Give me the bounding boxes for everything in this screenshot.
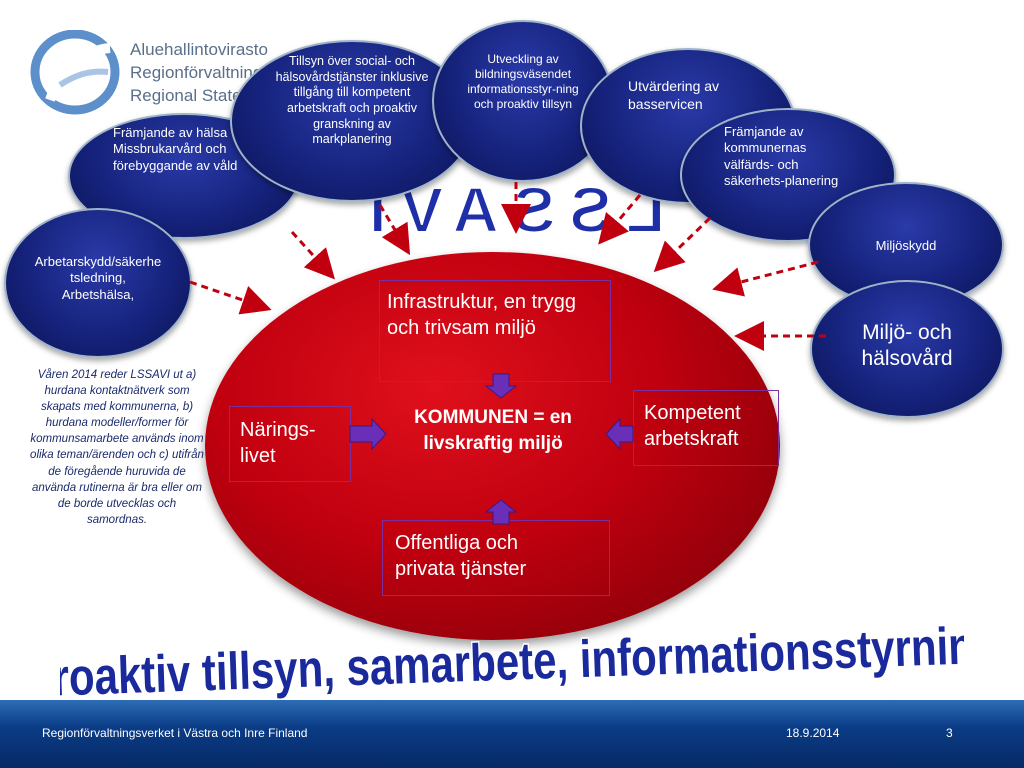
logo-line-3: Regional State <box>130 86 242 105</box>
box-kompetent-text: Kompetent arbetskraft <box>644 402 741 450</box>
center-ellipse <box>205 252 780 640</box>
headline-text: Proaktiv tillsyn, samarbete, information… <box>60 616 964 709</box>
box-naring: Närings-livet <box>229 406 351 482</box>
arrow-up-icon <box>484 499 518 525</box>
arrow-valfard <box>653 216 712 273</box>
bubble-arbetarskydd-text: Arbetarskydd/säkerhetsledning, Arbetshäl… <box>34 254 162 302</box>
bubble-utbildning-text: Utveckling av bildningsväsendet informat… <box>467 52 579 111</box>
arrow-missbruk <box>290 230 336 280</box>
bubble-missbruk-text: Främjande av hälsa Missbrukarvård och fö… <box>113 125 238 173</box>
bubble-social-text: Tillsyn över social- och hälsovårdstjäns… <box>275 54 429 147</box>
footer-date: 18.9.2014 <box>786 726 840 740</box>
arrow-right-icon <box>349 417 387 451</box>
arrow-left-icon <box>605 417 634 451</box>
arrow-arbetarskydd <box>189 280 272 315</box>
footer-bar <box>0 700 1024 768</box>
arrow-social <box>378 204 411 256</box>
bubble-miljo-halso: Miljö- och hälsovård <box>810 280 1004 418</box>
headline: Proaktiv tillsyn, samarbete, information… <box>60 615 964 710</box>
bubble-utbildning: Utveckling av bildningsväsendet informat… <box>432 20 614 182</box>
bubble-arbetarskydd: Arbetarskydd/säkerhetsledning, Arbetshäl… <box>4 208 192 358</box>
footer-page-number: 3 <box>946 726 953 740</box>
arrow-miljoskydd <box>712 260 819 297</box>
box-offentliga-text: Offentliga och privata tjänster <box>395 532 527 580</box>
bubble-valfard-text: Främjande av kommunernas välfärds- och s… <box>724 124 839 188</box>
box-infra-text: Infrastruktur, en trygg och trivsam milj… <box>387 291 576 339</box>
box-naring-text: Närings-livet <box>240 419 316 467</box>
bubble-basservice-text: Utvärdering av basservicen <box>628 78 720 112</box>
arrow-down-icon <box>484 373 518 399</box>
bubble-miljoskydd-text: Miljöskydd <box>875 238 937 253</box>
center-title: KOMMUNEN = en livskraftig miljö <box>414 407 572 454</box>
note-text: Våren 2014 reder LSSAVI ut a) hurdana ko… <box>30 369 204 526</box>
bubble-miljo-halso-text: Miljö- och hälsovård <box>861 321 953 371</box>
box-kompetent: Kompetent arbetskraft <box>633 390 779 466</box>
logo-mark-icon <box>30 30 120 115</box>
bubble-valfard: Främjande av kommunernas välfärds- och s… <box>680 108 896 242</box>
logo-line-2: Regionförvaltning <box>130 63 263 82</box>
footer-org: Regionförvaltningsverket i Västra och In… <box>42 726 308 740</box>
bubble-social: Tillsyn över social- och hälsovårdstjäns… <box>230 40 474 202</box>
logo-line-1: Aluehallintovirasto <box>130 40 268 59</box>
logo: Aluehallintovirasto Regionförvaltning Re… <box>30 30 280 115</box>
arrow-basservice <box>598 194 642 245</box>
